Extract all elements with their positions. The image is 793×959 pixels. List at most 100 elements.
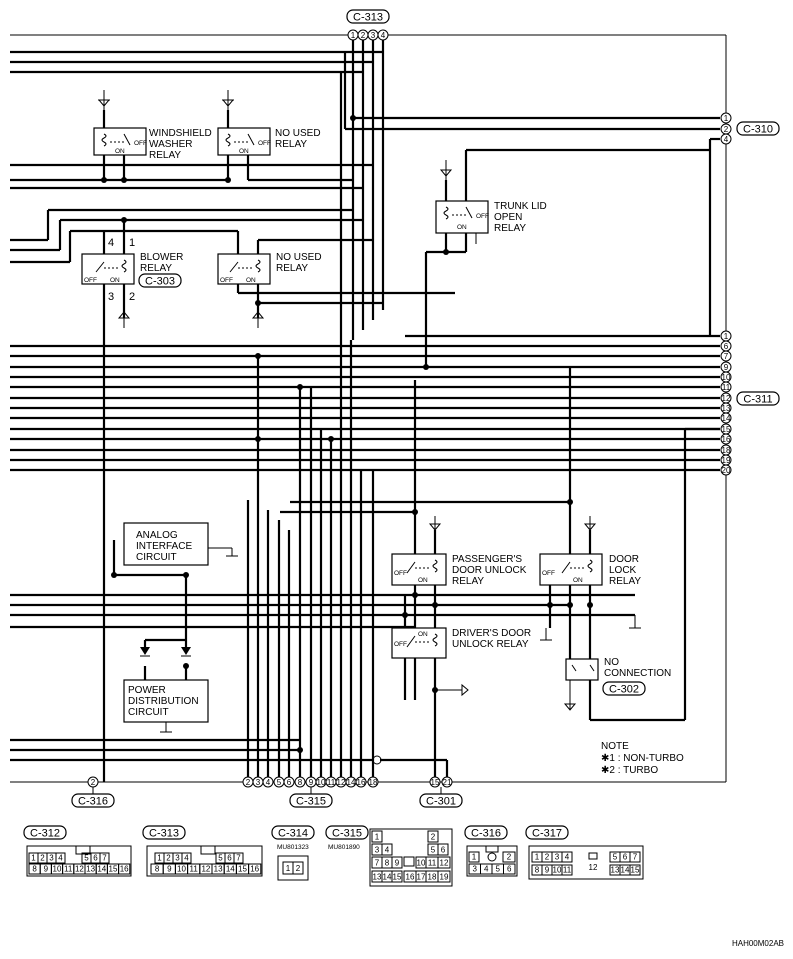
c312-cell-8-label: 8 — [32, 865, 37, 874]
svg-text:OFF: OFF — [220, 277, 233, 284]
c313-cell-9-label: 9 — [167, 865, 172, 874]
ground-symbol-bottom — [372, 755, 389, 765]
c315-cell-12-label: 12 — [440, 859, 449, 868]
c313-cell-2-label: 2 — [166, 854, 171, 863]
c317-cell-1-label: 1 — [535, 853, 540, 862]
legend-c314: C-314 MU801323 1 2 — [271, 825, 315, 881]
c317-cell-5-label: 5 — [613, 853, 618, 862]
svg-text:4: 4 — [266, 778, 271, 787]
c312-cell-16 — [118, 863, 131, 875]
c317-cell-9-label: 9 — [545, 866, 550, 875]
trunk-label-3: RELAY — [494, 223, 526, 234]
svg-text:C-317: C-317 — [532, 828, 562, 840]
c315-tag: C-315 — [296, 796, 326, 808]
c317-cell-7-label: 7 — [633, 853, 638, 862]
c312-cell-3-label: 3 — [49, 854, 54, 863]
svg-text:1: 1 — [286, 864, 291, 873]
c313-cell-11-label: 11 — [190, 865, 199, 874]
c316-cell-5-label: 5 — [496, 865, 501, 874]
windshield-label-1: WINDSHIELD — [149, 128, 212, 139]
c313-cell-10-label: 10 — [177, 865, 186, 874]
c313-tag: C-313 — [353, 12, 383, 24]
c316-cell-1 — [468, 851, 480, 863]
svg-text:OFF: OFF — [84, 277, 97, 284]
c313-cell-7 — [233, 852, 244, 864]
svg-text:2: 2 — [246, 778, 251, 787]
driver-door-unlock-relay: OFF ON DRIVER'S DOOR UNLOCK RELAY — [391, 615, 641, 697]
c315-cell-7-label: 7 — [375, 859, 380, 868]
c312-cell-6-label: 6 — [93, 854, 98, 863]
door-lock-label-2: LOCK — [609, 565, 637, 576]
c312-cell-2-label: 2 — [40, 854, 45, 863]
c315-cell-13-label: 13 — [373, 873, 382, 882]
c312-cell-12-label: 12 — [75, 865, 84, 874]
no-used-mid-label-2: RELAY — [276, 263, 308, 274]
c315-cell-16-label: 16 — [406, 873, 415, 882]
svg-text:13: 13 — [722, 404, 731, 413]
svg-text:11: 11 — [327, 778, 336, 787]
wire-harness — [10, 40, 720, 782]
c316-cell-2 — [502, 851, 516, 863]
c315-cell-6 — [437, 843, 449, 856]
analog-interface-circuit: ANALOG INTERFACE CIRCUIT — [123, 522, 238, 566]
c312-cell-7 — [99, 852, 110, 864]
connector-c311: 1 6 7 9 10 11 12 13 14 15 16 18 19 20 C-… — [720, 330, 780, 476]
c316-cell-3-label: 3 — [473, 865, 478, 874]
door-lock-label-3: RELAY — [609, 576, 641, 587]
driver-label-1: DRIVER'S DOOR — [452, 628, 531, 639]
c312-cell-4 — [55, 852, 66, 864]
c312-cell-16-label: 16 — [120, 865, 129, 874]
c317-cell-11-label: 11 — [563, 866, 572, 875]
c313-cell-1-label: 1 — [157, 854, 162, 863]
trunk-label-2: OPEN — [494, 212, 522, 223]
windshield-label-2: WASHER — [149, 139, 193, 150]
c302-tag: C-302 — [609, 684, 639, 696]
c315-cell-19 — [437, 870, 451, 883]
svg-text:ON: ON — [115, 148, 125, 155]
passenger-label-1: PASSENGER'S — [452, 554, 522, 565]
c313-cell-6-label: 6 — [227, 854, 232, 863]
c303-tag: C-303 — [145, 276, 175, 288]
svg-text:15: 15 — [722, 425, 731, 434]
c313-cell-16 — [248, 863, 262, 875]
c313-cell-4-label: 4 — [184, 854, 189, 863]
no-used-relay-top: ON OFF NO USED RELAY — [217, 90, 321, 156]
c312-cell-9-label: 9 — [44, 865, 49, 874]
figure-code: HAH00M02AB — [732, 939, 784, 948]
svg-text:5: 5 — [277, 778, 282, 787]
c312-cell-5-label: 5 — [84, 854, 89, 863]
svg-text:9: 9 — [724, 363, 729, 372]
c313-cell-15-label: 15 — [238, 865, 247, 874]
c315-cell-12 — [437, 856, 451, 869]
svg-text:21: 21 — [443, 778, 452, 787]
svg-text:ON: ON — [246, 277, 256, 284]
note-title: NOTE — [601, 741, 629, 752]
c312-cell-11-label: 11 — [64, 865, 73, 874]
driver-label-2: UNLOCK RELAY — [452, 639, 529, 650]
svg-text:16: 16 — [722, 435, 731, 444]
c316-tag: C-316 — [78, 796, 108, 808]
svg-text:8: 8 — [298, 778, 303, 787]
c313-cell-16-label: 16 — [250, 865, 259, 874]
svg-text:2: 2 — [129, 291, 135, 303]
svg-text:2: 2 — [91, 778, 96, 787]
svg-text:2: 2 — [296, 864, 301, 873]
svg-text:ON: ON — [573, 577, 583, 584]
svg-text:C-315: C-315 — [332, 828, 362, 840]
blower-relay: OFF ON 4 1 3 2 BLOWER RELAY C-303 — [81, 237, 183, 328]
c315-cell-9 — [391, 856, 403, 869]
svg-text:14: 14 — [347, 778, 356, 787]
passenger-label-3: RELAY — [452, 576, 484, 587]
no-connection-label-1: NO — [604, 657, 619, 668]
connector-c315-bottom: 2 3 4 5 6 8 9 10 11 12 14 16 18 C-315 — [242, 776, 379, 808]
c315-cell-1-label: 1 — [375, 833, 380, 842]
c315-key — [403, 856, 415, 867]
c316-cell-2-label: 2 — [507, 853, 512, 862]
trunk-lid-open-relay: ON OFF TRUNK LID OPEN RELAY — [435, 160, 547, 244]
c317-cell-8-label: 8 — [535, 866, 540, 875]
no-used-mid-label-1: NO USED — [276, 252, 322, 263]
c317-cell-4-label: 4 — [565, 853, 570, 862]
c315-cell-4 — [381, 843, 393, 856]
svg-text:18: 18 — [369, 778, 378, 787]
